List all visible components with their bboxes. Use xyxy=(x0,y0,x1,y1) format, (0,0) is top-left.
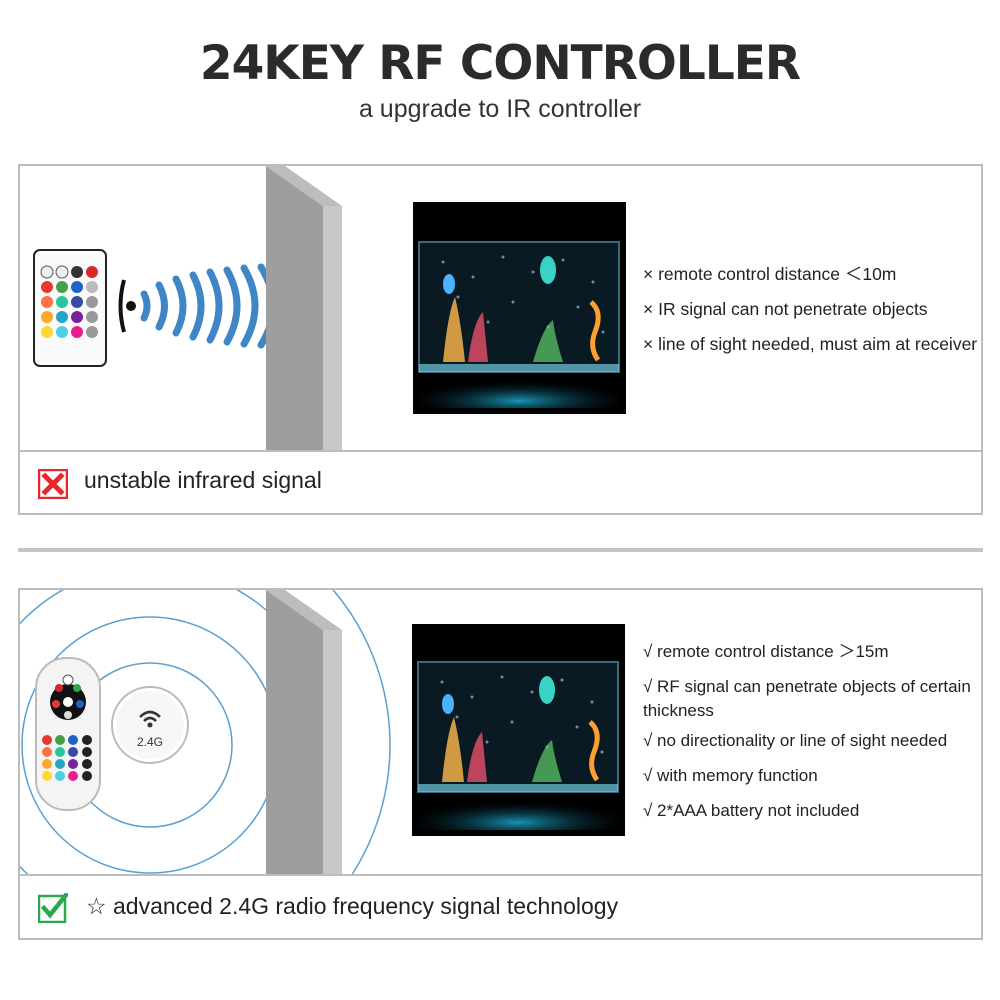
wall-icon xyxy=(266,166,342,450)
rf-feature-item: √ with memory function xyxy=(643,766,818,785)
rf-footer-text: ☆ advanced 2.4G radio frequency signal t… xyxy=(86,893,619,919)
rf-remote-icon xyxy=(35,657,101,811)
wall-icon xyxy=(266,590,342,874)
rf-receiver-icon xyxy=(111,686,189,764)
page-subtitle: a upgrade to IR controller xyxy=(358,95,642,123)
aquarium-photo xyxy=(412,624,625,836)
ir-footer: unstable infrared signal xyxy=(20,452,981,513)
ir-feature-item: × remote control distance ＜10m xyxy=(643,264,897,284)
ir-signal-waves-icon xyxy=(140,263,277,349)
ir-illustration xyxy=(33,166,342,450)
page-title: 24KEY RF CONTROLLER xyxy=(199,36,801,91)
rf-comparison-panel: 2.4G xyxy=(18,588,983,940)
ir-feature-item: × line of sight needed, must aim at rece… xyxy=(643,334,978,354)
rf-feature-item: √ remote control distance ＞15m xyxy=(643,642,889,661)
rf-feature-item: √ 2*AAA battery not included xyxy=(643,801,860,820)
rf-feature-item: √ no directionality or line of sight nee… xyxy=(643,731,948,750)
ir-feature-item: × IR signal can not penetrate objects xyxy=(643,299,928,319)
ir-feature-list: × remote control distance ＜10m × IR sign… xyxy=(643,262,978,367)
aquarium-photo xyxy=(413,202,626,414)
green-check-icon xyxy=(38,893,68,923)
rf-panel-divider xyxy=(20,874,981,876)
ir-comparison-panel: × remote control distance ＜10m × IR sign… xyxy=(18,164,983,515)
red-cross-icon xyxy=(38,469,68,499)
ir-footer-text: unstable infrared signal xyxy=(84,467,322,493)
rf-footer: ☆ advanced 2.4G radio frequency signal t… xyxy=(20,876,981,938)
section-separator xyxy=(18,548,983,552)
ir-panel-divider xyxy=(20,450,981,452)
ir-remote-icon xyxy=(33,249,107,367)
rf-receiver-label: 2.4G xyxy=(136,735,163,749)
rf-feature-list: √ remote control distance ＞15m √ RF sign… xyxy=(643,640,978,834)
rf-feature-item: √ RF signal can penetrate objects of cer… xyxy=(643,677,971,720)
rf-illustration xyxy=(20,590,391,874)
